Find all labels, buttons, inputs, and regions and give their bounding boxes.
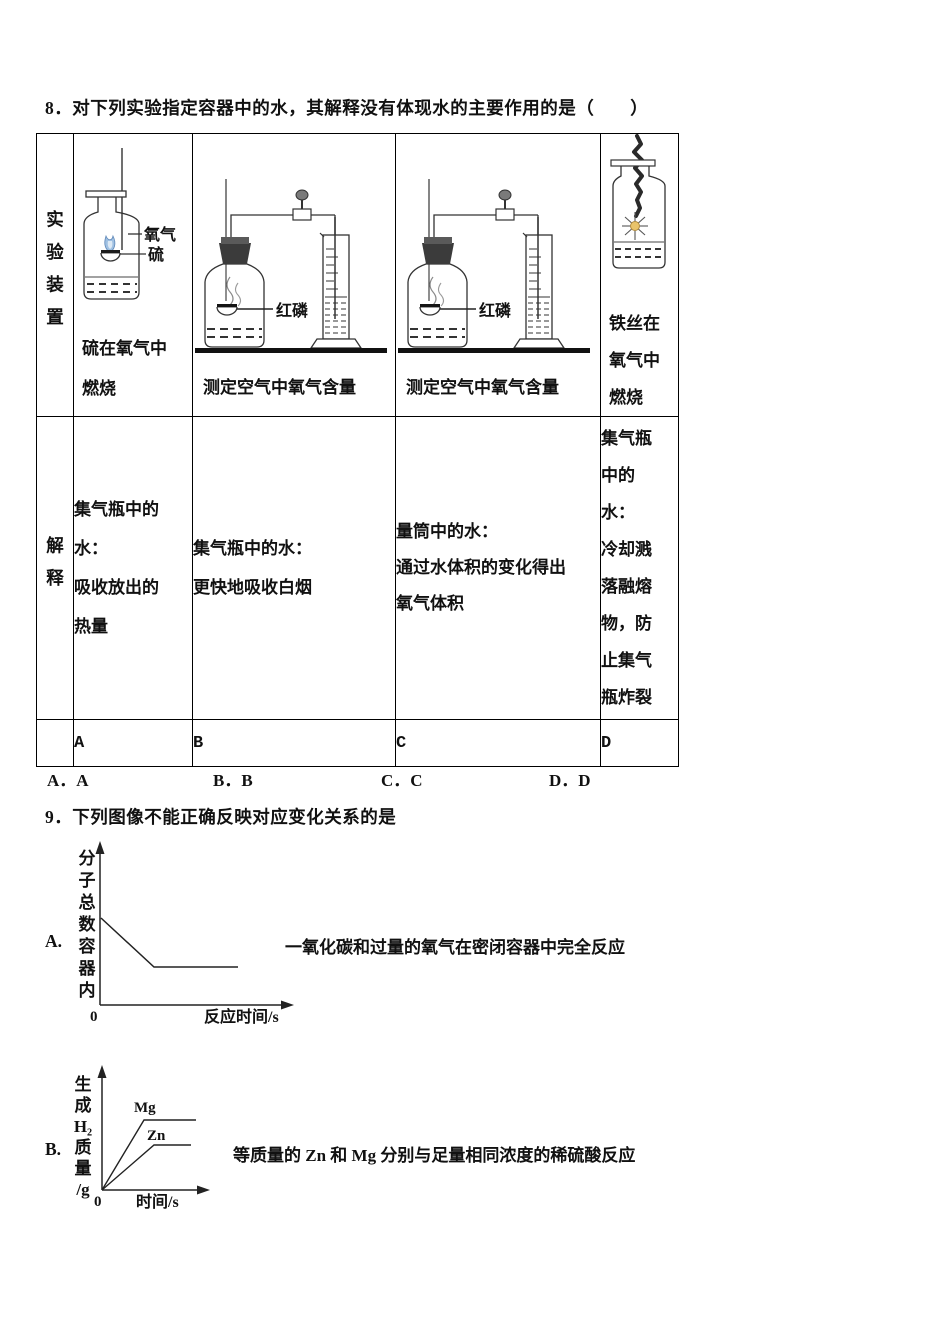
question9-number: 9． <box>45 807 73 827</box>
experiment-cell-a: 氧气 硫 硫在氧气中 燃烧 <box>73 133 193 417</box>
question9-text: 下列图像不能正确反映对应变化关系的是 <box>72 807 397 827</box>
red-phosphorus-label-2: 红磷 <box>479 301 512 320</box>
sulfur-label: 硫 <box>148 245 164 264</box>
graph-b-hydrogen-mass-chart: Mg Zn 0 时间/s <box>94 1065 210 1211</box>
experiment-b-caption: 测定空气中氧气含量 <box>203 378 356 397</box>
explanation-cell-a: 集气瓶中的 水： 吸收放出的 热量 <box>73 416 193 720</box>
question8-text: 对下列实验指定容器中的水，其解释没有体现水的主要作用的是（ ） <box>72 98 649 118</box>
graph-a-y-axis-label: 分 子 总 数 容 器 内 <box>78 849 96 1000</box>
row-header-apparatus: 实验装置 <box>36 133 74 417</box>
explanation-cell-c: 量筒中的水： 通过水体积的变化得出 氧气体积 <box>395 416 601 720</box>
graph-a-x-axis-label: 反应时间/s <box>204 1007 279 1026</box>
experiment-cell-c: 红磷 测定空气中氧气含量 <box>395 133 601 417</box>
graph-b-origin-label: 0 <box>94 1194 102 1210</box>
question9-title: 9．下列图像不能正确反映对应变化关系的是 <box>45 804 396 829</box>
letter-row: A B C D <box>36 719 679 767</box>
row-header-explanation-label: 解释 <box>44 535 65 601</box>
experiment-a-caption: 硫在氧气中 燃烧 <box>82 338 167 398</box>
apparatus-row: 实验装置 氧气 硫 <box>36 133 679 417</box>
experiment-d-caption: 铁丝在 氧气中 燃烧 <box>609 314 660 407</box>
graph-b-x-axis-label: 时间/s <box>136 1192 179 1211</box>
experiment-cell-d: 铁丝在 氧气中 燃烧 <box>600 133 679 417</box>
letter-cell-a: A <box>73 719 193 767</box>
red-phosphorus-label: 红磷 <box>276 301 309 320</box>
experiment-cell-b: 红磷 测定空气中氧气含量 <box>192 133 396 417</box>
oxygen-label: 氧气 <box>143 225 176 244</box>
iron-wire-burning-diagram <box>610 134 666 269</box>
explanation-cell-d: 集气瓶 中的 水： 冷却溅 落融熔 物，防 止集气 瓶炸裂 <box>600 416 679 720</box>
option-b-description: 等质量的 Zn 和 Mg 分别与足量相同浓度的稀硫酸反应 <box>233 1146 636 1165</box>
question8-title: 8．对下列实验指定容器中的水，其解释没有体现水的主要作用的是（ ） <box>45 95 648 120</box>
explanation-cell-b: 集气瓶中的水： 更快地吸收白烟 <box>192 416 396 720</box>
graph-a-molecule-count-chart: 0 反应时间/s <box>90 841 294 1026</box>
experiment-c-caption: 测定空气中氧气含量 <box>406 378 559 397</box>
choice-a: A．A <box>47 771 89 790</box>
explanation-row: 解释 集气瓶中的 水： 吸收放出的 热量 集气瓶中的水： 更快地吸收白烟 量筒中… <box>36 416 679 720</box>
sulfur-burning-diagram: 氧气 硫 <box>83 147 176 300</box>
question8-table: 实验装置 氧气 硫 <box>36 133 679 767</box>
row-header-explanation: 解释 <box>36 416 74 720</box>
oxygen-measurement-diagram-2: 红磷 <box>398 179 590 353</box>
choice-c: C．C <box>381 771 423 790</box>
option-a-letter: A. <box>45 931 63 951</box>
option-a-description: 一氧化碳和过量的氧气在密闭容器中完全反应 <box>285 938 625 957</box>
graph-b-y-axis-label: 生 成 H₂ 质 量 /g <box>73 1075 93 1199</box>
oxygen-measurement-diagram: 红磷 <box>195 179 387 353</box>
graph-a-origin-label: 0 <box>90 1009 98 1025</box>
letter-cell-d: D <box>600 719 679 767</box>
letter-row-header-empty <box>36 719 74 767</box>
letter-cell-b: B <box>192 719 396 767</box>
choice-b: B．B <box>213 771 253 790</box>
option-b-letter: B. <box>45 1139 62 1159</box>
graph-b-series-zn-label: Zn <box>147 1128 166 1144</box>
choice-d: D．D <box>549 771 591 790</box>
letter-cell-c: C <box>395 719 601 767</box>
row-header-apparatus-label: 实验装置 <box>44 210 65 340</box>
question8-number: 8． <box>45 98 73 118</box>
graph-b-series-mg-label: Mg <box>134 1100 156 1116</box>
